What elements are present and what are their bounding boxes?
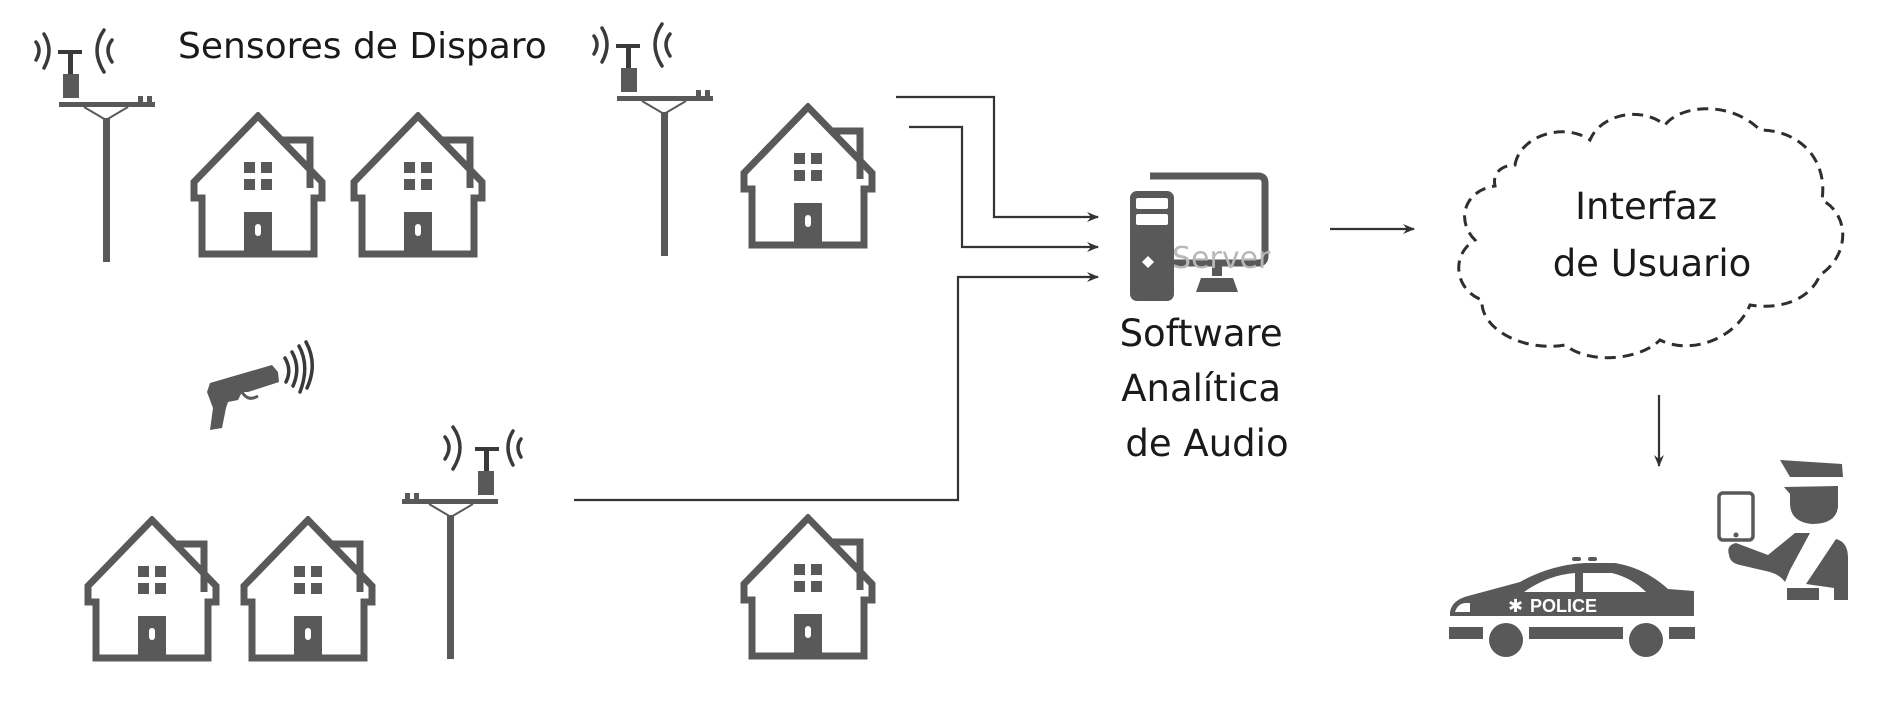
server-faded-text: Server bbox=[1172, 241, 1271, 276]
house-icon bbox=[88, 520, 216, 658]
house-icon bbox=[244, 520, 372, 658]
connector-lines bbox=[574, 95, 1664, 502]
connector-sensor2-b bbox=[909, 125, 1099, 252]
police-car-text: POLICE bbox=[1530, 596, 1597, 616]
server-label: Software Analítica de Audio bbox=[1120, 312, 1295, 465]
connector-sensor3 bbox=[574, 272, 1099, 502]
sensor-pole-1 bbox=[34, 28, 157, 263]
server-label-line-2: Analítica bbox=[1121, 367, 1281, 410]
cloud-label-line-2: de Usuario bbox=[1553, 242, 1752, 285]
sensor-pole-3 bbox=[400, 425, 523, 660]
sensor-pole-icon bbox=[34, 28, 157, 263]
server-label-line-1: Software bbox=[1120, 312, 1283, 355]
police-officer-tablet-icon bbox=[1717, 460, 1848, 600]
house-icon bbox=[194, 116, 322, 254]
sensor-pole-icon bbox=[592, 22, 715, 257]
cloud-label-line-1: Interfaz bbox=[1575, 185, 1717, 228]
server-label-line-3: de Audio bbox=[1125, 422, 1288, 465]
cloud-label: Interfaz de Usuario bbox=[1553, 185, 1752, 285]
star-icon: ✱ bbox=[1508, 596, 1523, 617]
connector-sensor2-a bbox=[896, 95, 1099, 222]
desktop-computer-icon: Server bbox=[1130, 172, 1271, 301]
sensor-pole-2 bbox=[592, 22, 715, 257]
sensor-pole-icon bbox=[400, 425, 523, 660]
police-car-icon: POLICE ✱ bbox=[1449, 557, 1695, 657]
house-icon bbox=[354, 116, 482, 254]
house-icon bbox=[744, 518, 872, 656]
house-icon bbox=[744, 107, 872, 245]
title-sensores-de-disparo: Sensores de Disparo bbox=[178, 26, 547, 67]
cloud-icon bbox=[1457, 107, 1845, 360]
gun-sound-icon bbox=[207, 340, 314, 430]
